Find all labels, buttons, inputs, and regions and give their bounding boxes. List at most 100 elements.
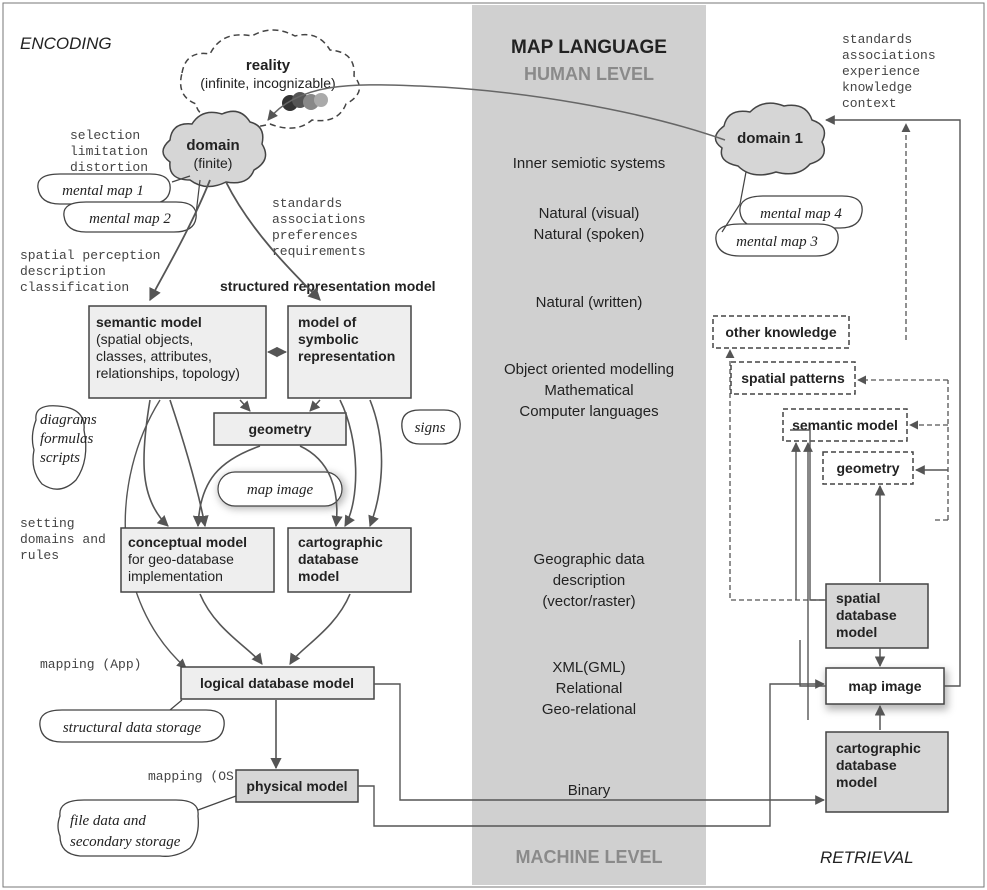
retrieval-map-image-box xyxy=(825,667,945,705)
conceptual-model-line-1: for geo-database xyxy=(128,551,234,567)
note-classification: classification xyxy=(20,280,129,295)
retrieval-semantic-model-box xyxy=(782,408,908,442)
physical-model-label: physical model xyxy=(246,778,347,794)
file-data-bubble xyxy=(57,799,199,857)
domain-1-cloud xyxy=(714,102,826,176)
reality-subtitle: (infinite, incognizable) xyxy=(200,75,335,91)
note-description: description xyxy=(20,264,106,279)
cartographic-db-line-2: database xyxy=(298,551,359,567)
diagrams-note-1: diagrams xyxy=(40,412,97,428)
retrieval-semantic-model-label: semantic model xyxy=(792,417,898,433)
level-computer-languages: Computer languages xyxy=(519,403,658,420)
encoding-heading: ENCODING xyxy=(20,34,112,53)
level-mathematical: Mathematical xyxy=(544,382,633,399)
diagrams-note-3: scripts xyxy=(40,450,80,466)
level-natural-written: Natural (written) xyxy=(536,294,643,311)
mental-map-4-label: mental map 4 xyxy=(760,206,842,222)
conceptual-model-title: conceptual model xyxy=(128,534,247,550)
mental-map-3-bubble xyxy=(715,223,839,257)
note-standards-mid: standards xyxy=(272,196,342,211)
semantic-model-line-1: (spatial objects, xyxy=(96,331,193,347)
note-associations-right: associations xyxy=(842,48,936,63)
structural-storage-bubble xyxy=(39,709,225,743)
note-setting: setting xyxy=(20,516,75,531)
note-preferences: preferences xyxy=(272,228,358,243)
spatial-db-box xyxy=(825,583,929,649)
spatial-db-line-3: model xyxy=(836,624,877,640)
note-standards-right: standards xyxy=(842,32,912,47)
conceptual-model-box xyxy=(120,527,275,593)
retrieval-geometry-label: geometry xyxy=(836,460,899,476)
spatial-patterns-label: spatial patterns xyxy=(741,370,845,386)
retrieval-geometry-box xyxy=(822,451,914,485)
map-image-note: map image xyxy=(247,482,314,498)
domain-title: domain xyxy=(186,137,239,154)
note-mapping-app: mapping (App) xyxy=(40,657,141,672)
diagrams-note-2: formulas xyxy=(40,431,94,447)
level-inner-semiotic: Inner semiotic systems xyxy=(513,155,666,172)
spatial-db-line-2: database xyxy=(836,607,897,623)
retrieval-cartographic-db-line-2: database xyxy=(836,757,897,773)
signs-note: signs xyxy=(415,420,446,436)
map-language-band xyxy=(472,5,706,885)
cartographic-db-line-1: cartographic xyxy=(298,534,383,550)
geometry-label: geometry xyxy=(248,421,311,437)
mental-map-1-label: mental map 1 xyxy=(62,183,144,199)
semantic-model-title: semantic model xyxy=(96,314,202,330)
note-experience: experience xyxy=(842,64,920,79)
map-image-bubble xyxy=(217,471,343,507)
mental-map-3-label: mental map 3 xyxy=(736,234,818,250)
spatial-db-line-1: spatial xyxy=(836,590,880,606)
note-context: context xyxy=(842,96,897,111)
note-mapping-os: mapping (OS) xyxy=(148,769,242,784)
note-distortion: distortion xyxy=(70,160,148,175)
mental-map-1-bubble xyxy=(37,173,171,205)
level-natural-visual: Natural (visual) xyxy=(539,205,640,222)
signs-bubble xyxy=(401,409,461,445)
spatial-patterns-box xyxy=(730,361,856,395)
mental-map-2-bubble xyxy=(63,201,197,233)
symbolic-model-line-2: symbolic xyxy=(298,331,359,347)
level-vector-raster: (vector/raster) xyxy=(542,593,635,610)
reality-title: reality xyxy=(246,57,291,74)
level-geo-relational: Geo-relational xyxy=(542,701,636,718)
domain-1-title: domain 1 xyxy=(737,130,803,147)
retrieval-cartographic-db-box xyxy=(825,731,949,813)
domain-cloud xyxy=(162,110,267,188)
note-domains-and: domains and xyxy=(20,532,106,547)
retrieval-cartographic-db-line-3: model xyxy=(836,774,877,790)
reality-blob-icon xyxy=(282,92,328,111)
level-description: description xyxy=(553,572,626,589)
note-knowledge: knowledge xyxy=(842,80,912,95)
semantic-model-box xyxy=(88,305,267,399)
level-binary: Binary xyxy=(568,782,611,799)
level-object-oriented: Object oriented modelling xyxy=(504,361,674,378)
retrieval-map-image-label: map image xyxy=(848,678,921,694)
level-relational: Relational xyxy=(556,680,623,697)
level-natural-spoken: Natural (spoken) xyxy=(534,226,645,243)
level-geographic-data: Geographic data xyxy=(534,551,646,568)
note-requirements: requirements xyxy=(272,244,366,259)
note-selection: selection xyxy=(70,128,140,143)
retrieval-heading: RETRIEVAL xyxy=(820,848,914,867)
other-knowledge-label: other knowledge xyxy=(725,324,836,340)
note-spatial-perception: spatial perception xyxy=(20,248,160,263)
other-knowledge-box xyxy=(712,315,850,349)
map-language-title: MAP LANGUAGE xyxy=(511,37,667,58)
retrieval-cartographic-db-line-1: cartographic xyxy=(836,740,921,756)
domain-subtitle: (finite) xyxy=(194,155,233,171)
symbolic-model-line-3: representation xyxy=(298,348,395,364)
diagrams-bubble xyxy=(31,405,87,490)
structural-storage-note: structural data storage xyxy=(63,720,202,736)
symbolic-model-line-1: model of xyxy=(298,314,357,330)
logical-db-box xyxy=(180,666,375,700)
symbolic-model-box xyxy=(287,305,412,399)
level-xml-gml: XML(GML) xyxy=(552,659,625,676)
structured-representation-label: structured representation model xyxy=(220,278,436,294)
reality-domain-link xyxy=(267,84,726,141)
conceptual-model-line-2: implementation xyxy=(128,568,223,584)
file-data-note-1: file data and xyxy=(70,813,146,829)
note-associations-mid: associations xyxy=(272,212,366,227)
semantic-model-line-2: classes, attributes, xyxy=(96,348,212,364)
